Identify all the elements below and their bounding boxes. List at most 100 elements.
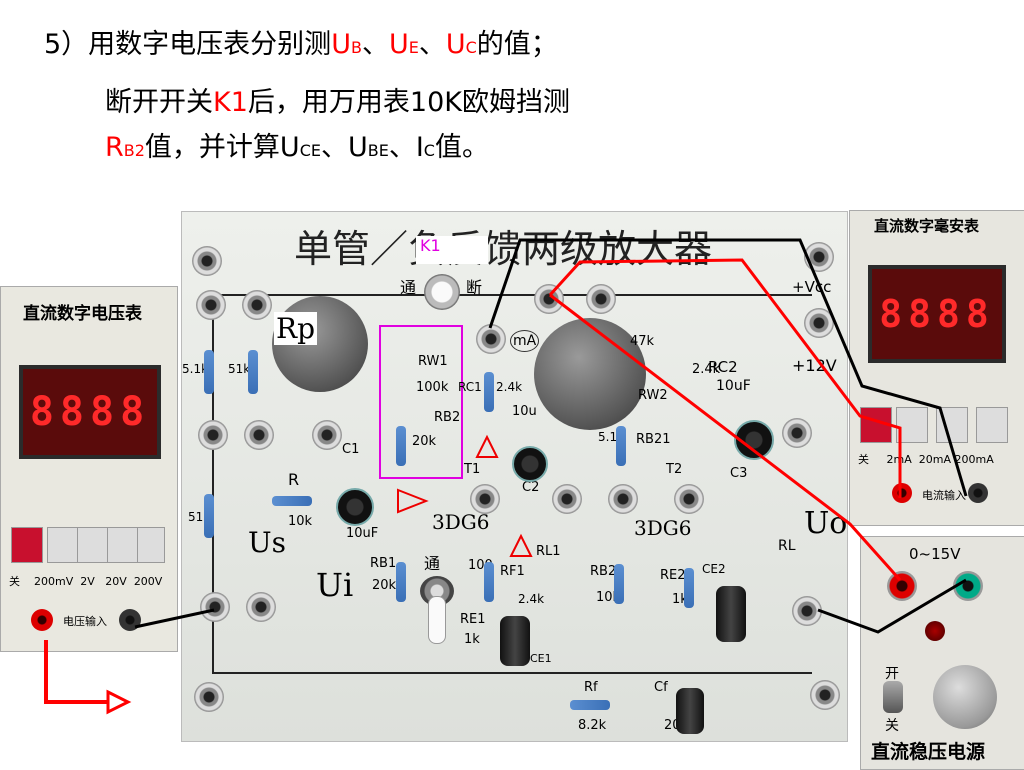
- voltmeter-range-button[interactable]: [137, 527, 165, 563]
- r24k-label: 2.4k: [518, 592, 545, 606]
- milliammeter-display: 8888: [868, 265, 1006, 363]
- capacitor: [716, 586, 746, 642]
- psu-voltage-knob[interactable]: [933, 665, 997, 729]
- milliammeter-input-label: 电流输入: [922, 489, 966, 502]
- board-jack[interactable]: [194, 682, 224, 712]
- psu-positive-jack[interactable]: [887, 571, 917, 601]
- resistor: [272, 496, 312, 506]
- ue-label: UE: [388, 29, 419, 60]
- voltmeter-input-label: 电压输入: [63, 615, 107, 628]
- ce1-label: CE1: [530, 652, 552, 665]
- resistor: [614, 564, 624, 604]
- resistor: [204, 350, 214, 394]
- r-value: 10k: [288, 514, 313, 529]
- rf1-label: RF1: [500, 564, 525, 579]
- board-jack[interactable]: [242, 290, 272, 320]
- rc1-jack[interactable]: [476, 324, 506, 354]
- resistor: [570, 700, 610, 710]
- capacitor: [336, 488, 374, 526]
- rc1-value: 2.4k: [496, 380, 523, 394]
- red-wire: [549, 293, 902, 581]
- c3-label: C3: [730, 466, 748, 481]
- top-rail: [212, 294, 812, 296]
- psu-indicator-led: [925, 621, 945, 641]
- rb1-value: 20k: [372, 578, 397, 593]
- uo-jack[interactable]: [792, 596, 822, 626]
- amplifier-board-photo: 单管／负反馈两级放大器 Rp K1 通 断 RW1 100k RB2 20k R…: [181, 211, 848, 742]
- capacitor: [512, 446, 548, 482]
- voltmeter-title: 直流数字电压表: [23, 304, 142, 324]
- board-jack[interactable]: [192, 246, 222, 276]
- capacitor: [734, 420, 774, 460]
- warning-triangle-icon: [509, 533, 533, 557]
- voltmeter-range-button[interactable]: [47, 527, 79, 563]
- switch-on-label: 通: [424, 554, 441, 573]
- rc2-value: 2.4k: [692, 362, 721, 377]
- t2-type-label: 3DG6: [634, 516, 692, 540]
- board-jack[interactable]: [586, 284, 616, 314]
- c3-value: 10uF: [716, 378, 751, 394]
- ce2-label: CE2: [702, 562, 726, 576]
- milliammeter-title: 直流数字毫安表: [874, 217, 980, 235]
- rw2-knob[interactable]: [534, 318, 646, 430]
- voltmeter-off-button[interactable]: [11, 527, 43, 563]
- t2-jack[interactable]: [674, 484, 704, 514]
- board-jack[interactable]: [534, 284, 564, 314]
- milliammeter-range-button[interactable]: [976, 407, 1008, 443]
- dc-regulated-power-supply-photo: 0~15V 开 关 直流稳压电源: [860, 536, 1024, 770]
- v12-jack[interactable]: [804, 308, 834, 338]
- milliammeter-negative-jack[interactable]: [968, 483, 988, 503]
- t1-label: T1: [464, 462, 481, 477]
- board-jack[interactable]: [196, 290, 226, 320]
- rb1-label: RB1: [370, 556, 397, 571]
- milliammeter-range-button[interactable]: [896, 407, 928, 443]
- rf-value: 8.2k: [578, 718, 607, 733]
- arrow-right-icon: [397, 488, 429, 514]
- vcc-jack[interactable]: [804, 242, 834, 272]
- instruction-suffix-3: 值。: [434, 132, 489, 163]
- ic-label: IC: [415, 132, 435, 163]
- k1-switch[interactable]: [424, 274, 460, 310]
- step-5-suffix: 的值；: [476, 29, 558, 60]
- ui-jack[interactable]: [246, 592, 276, 622]
- t1-type-label: 3DG6: [432, 510, 490, 534]
- psu-power-switch[interactable]: [883, 681, 903, 713]
- resistor: [484, 562, 494, 602]
- board-jack[interactable]: [810, 680, 840, 710]
- voltmeter-positive-jack[interactable]: [31, 609, 53, 631]
- t2-base-jack[interactable]: [608, 484, 638, 514]
- milliammeter-positive-jack[interactable]: [892, 483, 912, 503]
- c1-label: C1: [342, 442, 360, 457]
- rl-label: RL: [778, 538, 796, 554]
- voltmeter-range-button[interactable]: [107, 527, 139, 563]
- measure-point-markers: [397, 434, 533, 557]
- rw1-value: 100k: [416, 380, 449, 395]
- toggle-lever[interactable]: [428, 596, 446, 644]
- r47k-label: 47k: [630, 334, 655, 349]
- board-jack[interactable]: [312, 420, 342, 450]
- voltmeter-range-button[interactable]: [77, 527, 109, 563]
- capacitor: [676, 688, 704, 734]
- rb2-board-label: RB2: [434, 410, 461, 425]
- c2-label: C2: [522, 480, 540, 495]
- board-jack[interactable]: [244, 420, 274, 450]
- re1-value: 1k: [464, 632, 480, 647]
- us-jack[interactable]: [200, 592, 230, 622]
- board-title: 单管／负反馈两级放大器: [294, 227, 713, 271]
- separator: 、: [388, 132, 416, 163]
- resistor: [684, 568, 694, 608]
- red-wire: [548, 258, 902, 498]
- r51k-label: 5.1k: [182, 362, 209, 376]
- rw2-label: RW2: [638, 388, 668, 403]
- c2-jack[interactable]: [552, 484, 582, 514]
- black-wire: [488, 238, 968, 497]
- c3-jack[interactable]: [782, 418, 812, 448]
- red-wire: [44, 640, 108, 704]
- k1-label: K1: [213, 87, 248, 118]
- board-jack[interactable]: [198, 420, 228, 450]
- ma-label: mA: [510, 330, 540, 352]
- voltmeter-display: 8888: [19, 365, 161, 459]
- rw1-label: RW1: [418, 354, 448, 369]
- t1-base-jack[interactable]: [470, 484, 500, 514]
- milliammeter-range-buttons: [860, 407, 1018, 447]
